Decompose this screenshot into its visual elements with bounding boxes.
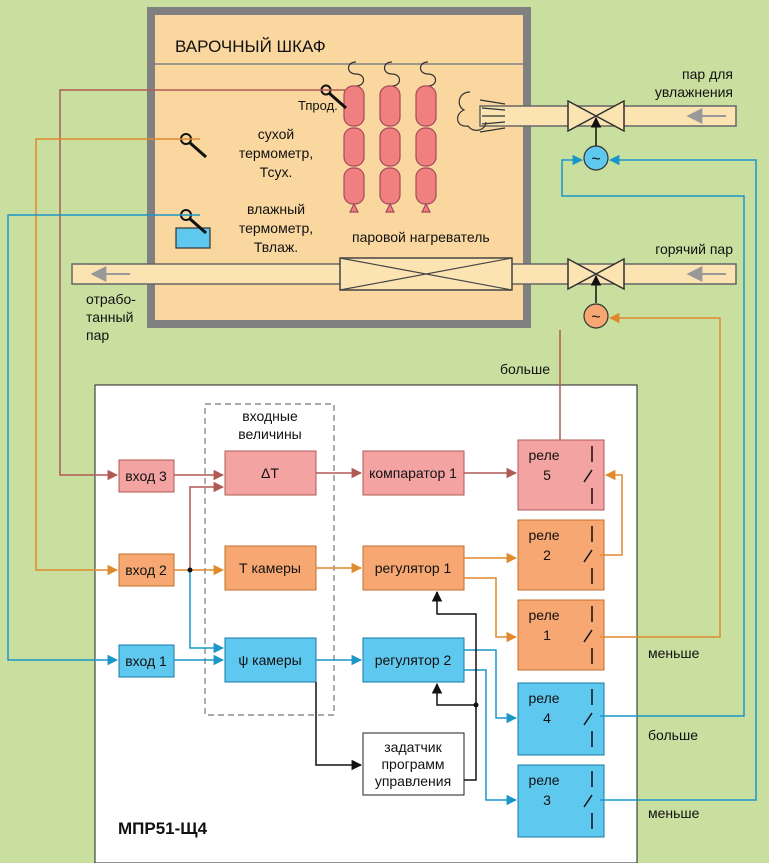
input-2-block bbox=[118, 553, 175, 587]
wire-relay1-to-valve bbox=[600, 312, 721, 638]
wet-thermo-label-1: влажный bbox=[247, 201, 305, 217]
psi-chamber-block bbox=[224, 637, 317, 683]
steam-puff-icon bbox=[457, 91, 506, 133]
svg-text:1: 1 bbox=[543, 627, 551, 643]
more-2-label: больше bbox=[648, 727, 698, 743]
relay-3: реле 3 bbox=[517, 764, 605, 838]
svg-text:2: 2 bbox=[543, 547, 551, 563]
regulator-1-label: регулятор 1 bbox=[375, 560, 452, 576]
less-1-label: меньше bbox=[648, 645, 700, 661]
svg-text:реле: реле bbox=[528, 527, 559, 543]
wire-t-product bbox=[59, 89, 346, 481]
input-1-block bbox=[118, 644, 175, 678]
inputs-group bbox=[204, 403, 335, 716]
svg-text:3: 3 bbox=[543, 792, 551, 808]
sausages-icon bbox=[343, 61, 437, 213]
wire-setter-in bbox=[315, 682, 363, 771]
setter-label-1: задатчик bbox=[384, 739, 442, 755]
controller-name: МПР51-Щ4 bbox=[118, 819, 208, 838]
dry-thermo-label-2: термометр, bbox=[239, 145, 313, 161]
dry-thermo-label-3: Тсух. bbox=[260, 164, 293, 180]
wire-relay4-to-valve bbox=[561, 154, 745, 717]
setter-label-3: управления bbox=[375, 773, 451, 789]
comparator-1-label: компаратор 1 bbox=[369, 465, 457, 481]
inputs-header-1: входные bbox=[242, 408, 298, 424]
svg-text:~: ~ bbox=[591, 151, 600, 168]
regulator-2-label: регулятор 2 bbox=[375, 652, 452, 668]
wet-thermo-label-2: термометр, bbox=[239, 220, 313, 236]
svg-text:реле: реле bbox=[528, 607, 559, 623]
relay-4: реле 4 bbox=[517, 682, 605, 756]
setter-block bbox=[362, 732, 465, 796]
less-2-label: меньше bbox=[648, 805, 700, 821]
wire-t-dry bbox=[35, 138, 200, 576]
t-chamber-label: Т камеры bbox=[239, 560, 301, 576]
wet-thermo-label-3: Твлаж. bbox=[254, 239, 298, 255]
cabinet-title: ВАРОЧНЫЙ ШКАФ bbox=[175, 37, 326, 56]
svg-text:реле: реле bbox=[528, 447, 559, 463]
setter-label-2: программ bbox=[381, 756, 444, 772]
relay-2: реле 2 bbox=[517, 519, 605, 591]
wire-t-chamber-to-delta bbox=[189, 481, 225, 570]
input-3-label: вход 3 bbox=[125, 468, 167, 484]
wire-relay3-to-valve bbox=[600, 154, 757, 801]
svg-text:4: 4 bbox=[543, 710, 551, 726]
humid-valve-icon bbox=[567, 99, 625, 133]
regulator-1-block bbox=[362, 545, 465, 591]
wire-relay-loop bbox=[600, 469, 623, 556]
relay-1: реле 1 bbox=[517, 599, 605, 671]
humid-steam-label-1: пар для bbox=[682, 66, 733, 82]
exhaust-label-1: отрабо- bbox=[86, 291, 136, 307]
heater-label: паровой нагреватель bbox=[352, 229, 490, 245]
hot-valve-icon bbox=[567, 257, 625, 291]
wire-t-wet bbox=[7, 214, 200, 666]
input-1-label: вход 1 bbox=[125, 653, 167, 669]
svg-text:реле: реле bbox=[528, 772, 559, 788]
t-product-label: Тпрод. bbox=[298, 98, 338, 113]
svg-text:~: ~ bbox=[591, 309, 600, 326]
exhaust-label-3: пар bbox=[86, 327, 109, 343]
exhaust-label-2: танный bbox=[86, 309, 133, 325]
wire-setter-out bbox=[431, 590, 477, 781]
relay-5: реле 5 bbox=[517, 439, 605, 511]
inputs-header-2: величины bbox=[238, 426, 302, 442]
hot-actuator-icon: ~ bbox=[583, 303, 609, 329]
hot-steam-label: горячий пар bbox=[655, 241, 733, 257]
input-3-block bbox=[118, 459, 175, 493]
input-2-label: вход 2 bbox=[125, 562, 167, 578]
delta-t-label: ΔT bbox=[261, 465, 279, 481]
more-top-label: больше bbox=[500, 361, 550, 377]
psi-chamber-label: ψ камеры bbox=[238, 652, 301, 668]
comparator-1-block bbox=[362, 450, 465, 496]
t-chamber-block bbox=[224, 545, 317, 591]
svg-text:5: 5 bbox=[543, 467, 551, 483]
dry-thermo-label-1: сухой bbox=[258, 126, 294, 142]
regulator-2-block bbox=[362, 637, 465, 683]
delta-t-block bbox=[224, 450, 317, 496]
steam-heater bbox=[339, 257, 513, 291]
humid-actuator-icon: ~ bbox=[583, 145, 609, 171]
svg-text:реле: реле bbox=[528, 690, 559, 706]
humid-steam-label-2: увлажнения bbox=[655, 84, 733, 100]
